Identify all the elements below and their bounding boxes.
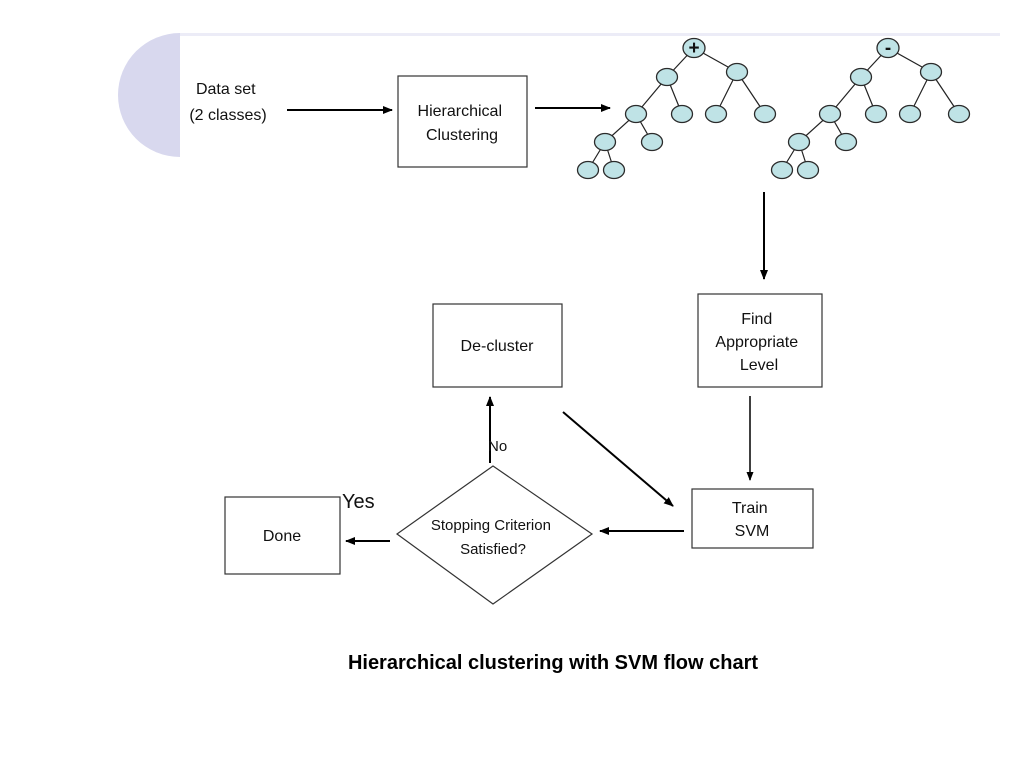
positive-tree-node xyxy=(593,132,617,152)
stopping-line-2: Satisfied? xyxy=(460,541,526,558)
hierarchical-clustering-box xyxy=(397,75,528,168)
find-appropriate-level-node: Find Appropriate Level xyxy=(697,293,823,388)
negative-tree-node xyxy=(834,132,858,152)
done-node: Done xyxy=(224,496,341,575)
positive-tree-node xyxy=(753,104,777,124)
de-cluster-box xyxy=(432,303,563,388)
negative-tree-node xyxy=(796,160,820,180)
find-level-line-2: Appropriate xyxy=(715,334,798,351)
negative-class-sign: - xyxy=(885,38,891,59)
positive-tree-node xyxy=(602,160,626,180)
stopping-criterion-label: Stopping Criterion Satisfied? xyxy=(431,517,555,558)
positive-class-sign: + xyxy=(688,38,699,59)
arrow-decluster-to-train xyxy=(562,411,674,507)
train-svm-box xyxy=(691,488,814,549)
stopping-criterion-diamond xyxy=(395,465,594,605)
positive-tree-node xyxy=(670,104,694,124)
positive-tree-root-node xyxy=(682,37,706,59)
no-label: No xyxy=(488,438,507,455)
train-svm-node: Train SVM xyxy=(691,488,814,549)
find-appropriate-level-box xyxy=(697,293,823,388)
data-set-line-2: (2 classes) xyxy=(189,107,266,124)
negative-tree-root-node xyxy=(876,37,900,59)
yes-label: Yes xyxy=(342,491,375,513)
positive-tree-node xyxy=(576,160,600,180)
data-set-label: Data set (2 classes) xyxy=(189,81,266,124)
hierarchical-clustering-label: Hierarchical Clustering xyxy=(418,103,507,144)
positive-tree-node xyxy=(725,62,749,82)
hierarchical-clustering-node: Hierarchical Clustering xyxy=(397,75,528,168)
train-svm-line-2: SVM xyxy=(735,523,770,540)
negative-tree-node xyxy=(787,132,811,152)
find-appropriate-level-label: Find Appropriate Level xyxy=(715,311,802,374)
decor-half-circle xyxy=(118,33,180,157)
stopping-criterion-node: Stopping Criterion Satisfied? xyxy=(395,465,594,605)
positive-tree-node xyxy=(655,67,679,87)
find-level-line-3: Level xyxy=(740,357,778,374)
train-svm-line-1: Train xyxy=(732,500,768,517)
negative-tree-node xyxy=(864,104,888,124)
figure-caption: Hierarchical clustering with SVM flow ch… xyxy=(348,652,758,674)
negative-tree-node xyxy=(818,104,842,124)
find-level-line-1: Find xyxy=(741,311,772,328)
negative-tree-node xyxy=(947,104,971,124)
train-svm-label: Train SVM xyxy=(732,500,772,540)
negative-tree-node xyxy=(849,67,873,87)
stopping-line-1: Stopping Criterion xyxy=(431,517,551,534)
positive-tree-node xyxy=(640,132,664,152)
positive-tree-node xyxy=(704,104,728,124)
background-decoration xyxy=(118,33,1000,157)
decor-top-band xyxy=(180,33,1000,36)
negative-tree-node xyxy=(919,62,943,82)
hierarchical-clustering-line-2: Clustering xyxy=(426,127,498,144)
tree-positive-class: + xyxy=(576,37,777,180)
done-label: Done xyxy=(263,528,301,545)
done-box xyxy=(224,496,341,575)
positive-tree-node xyxy=(624,104,648,124)
tree-negative-class: - xyxy=(770,37,971,180)
de-cluster-label: De-cluster xyxy=(461,338,535,355)
hierarchical-clustering-line-1: Hierarchical xyxy=(418,103,502,120)
data-set-line-1: Data set xyxy=(196,81,256,98)
negative-tree-node xyxy=(898,104,922,124)
negative-tree-node xyxy=(770,160,794,180)
de-cluster-node: De-cluster xyxy=(432,303,563,388)
